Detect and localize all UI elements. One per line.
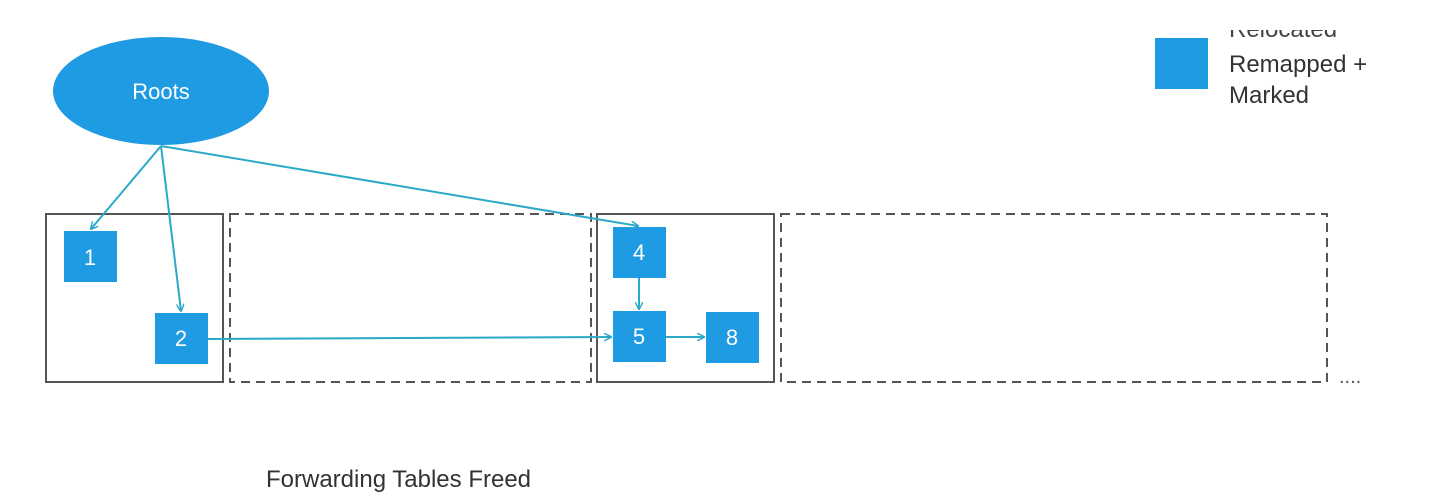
node-8-box — [706, 312, 759, 363]
node-4: 4 — [613, 227, 666, 278]
node-2-box — [155, 313, 208, 364]
node-5-box — [613, 311, 666, 362]
object-nodes: 1 2 4 5 8 — [64, 227, 759, 364]
node-8-label: 8 — [726, 325, 738, 350]
node-4-box — [613, 227, 666, 278]
arrow-2-to-5 — [207, 337, 611, 339]
legend-cut-mask — [1220, 0, 1380, 30]
legend: Relocated Remapped + Marked — [1155, 0, 1380, 109]
roots-label: Roots — [132, 79, 189, 104]
region-dashed-1 — [229, 213, 592, 383]
roots-node: Roots — [53, 37, 269, 145]
node-2-label: 2 — [175, 326, 187, 351]
legend-swatch — [1155, 38, 1208, 89]
node-1-box — [64, 231, 117, 282]
heap-regions: .... — [45, 213, 1361, 388]
roots-ellipse — [53, 37, 269, 145]
node-2: 2 — [155, 313, 208, 364]
node-8: 8 — [706, 312, 759, 363]
region-ellipsis: .... — [1339, 366, 1361, 388]
node-4-label: 4 — [633, 240, 645, 265]
reference-arrows — [91, 145, 704, 339]
region-solid-1 — [45, 213, 224, 383]
diagram-caption: Forwarding Tables Freed — [266, 466, 531, 493]
legend-label-line2: Marked — [1229, 82, 1309, 109]
node-5: 5 — [613, 311, 666, 362]
node-1: 1 — [64, 231, 117, 282]
arrow-roots-to-1 — [91, 145, 162, 229]
node-5-label: 5 — [633, 324, 645, 349]
region-dashed-2 — [780, 213, 1328, 383]
region-solid-2 — [596, 213, 775, 383]
arrow-roots-to-4 — [160, 145, 638, 226]
node-1-label: 1 — [84, 245, 96, 270]
arrow-roots-to-2 — [160, 145, 181, 311]
legend-label-line1: Remapped + — [1229, 51, 1367, 78]
